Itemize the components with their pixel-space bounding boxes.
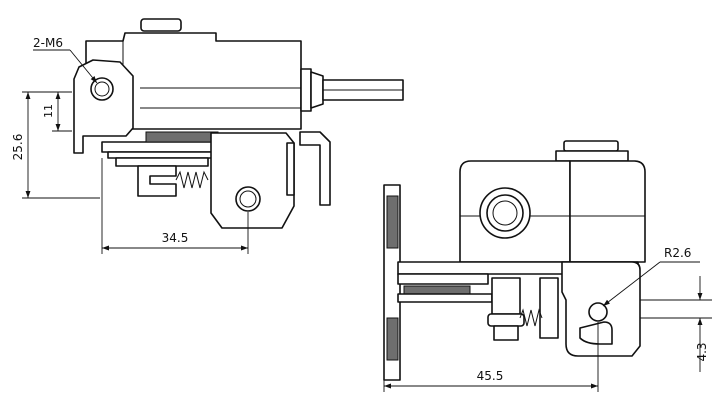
front-width-dimension-label: 45.5 [477,369,504,383]
roller-slot [579,321,613,345]
housing-right-block [569,160,646,263]
switch-housing [85,32,302,130]
front-spring-icon [519,308,543,327]
height-dimension-label: 25.6 [11,134,25,161]
hole-offset-dimension-label: 11 [42,104,55,118]
side-view-dimensions: 2-M6 25.6 11 34.5 [11,36,249,254]
spring-icon [175,170,209,189]
gland-nut [310,71,324,109]
side-view-drawing [73,18,404,229]
front-view-drawing [383,140,646,381]
slot-height-dimension-label: 4.3 [695,342,709,361]
radius-callout: R2.6 [664,246,691,260]
roller-icon [588,302,608,322]
cable-gland [300,68,312,112]
mounting-ear [73,59,134,154]
front-view-dimensions: R2.6 45.5 4.3 [383,246,712,392]
actuator-lever [137,165,177,197]
roller-arm-plate [210,132,295,229]
width-dimension-label: 34.5 [162,231,189,245]
side-bracket [299,131,331,206]
top-screw-head [140,18,182,32]
thread-callout: 2-M6 [33,36,63,50]
mounting-hole-icon [90,77,114,101]
front-screw-head [563,140,619,152]
base-plate [101,141,216,153]
